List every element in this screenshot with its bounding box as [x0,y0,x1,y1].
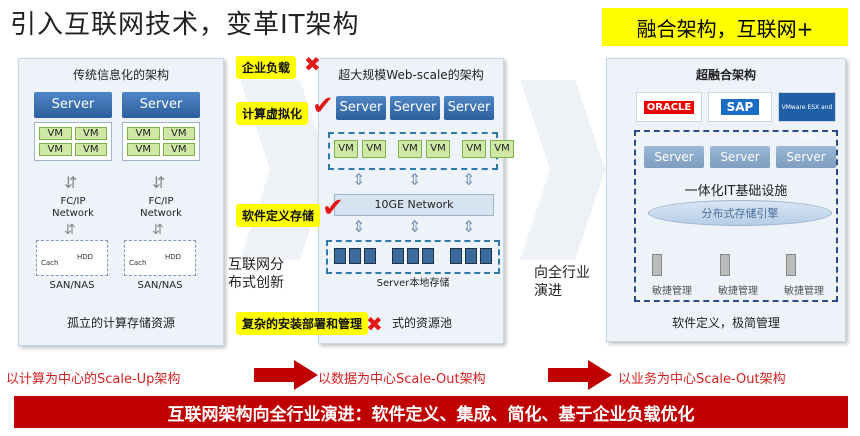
network-bar: 10GE Network [334,194,494,216]
vm-box: VM [127,127,160,140]
vm-box: VM [39,143,72,156]
server-label: Server [444,96,494,124]
cross-icon: ✖ [304,52,321,76]
agile-mgmt-label: 敏捷管理 [652,286,692,297]
red-arrow-icon [548,360,612,390]
vendor-oracle: ORACLE [636,92,702,122]
tag-compute-virtualization: 计算虚拟化 [236,102,309,125]
right-mid-text: 向全行业演进 [534,265,590,299]
double-arrow-icon: ⇵ [152,222,164,238]
mid-text: 互联网分布式创新 [228,257,284,291]
label-data-scale-out: 以数据为中心Scale-Out架构 [318,372,486,387]
chevron-arrow-2 [520,80,605,260]
storage-box-1: Cach HDD [36,240,108,276]
disk-icon [364,248,376,264]
panel-traditional-caption: 孤立的计算存储资源 [66,316,175,330]
double-arrow-icon: ⇕ [352,170,366,189]
infra-label: 一体化IT基础设施 [684,184,788,199]
double-arrow-icon: ⇕ [462,217,476,236]
server-stack-2: Server VM VM VM VM [122,92,200,172]
check-icon: ✔ [312,91,334,121]
disk-icon [465,248,477,264]
red-arrow-icon [254,360,318,390]
vm-box: VM [39,127,72,140]
vm-group: VM VM VM VM [122,122,200,161]
label-business-scale-out: 以业务为中心Scale-Out架构 [618,372,786,387]
vendor-vmware: VMware ESX and ESXi [778,92,836,141]
hci-dashed-frame [634,130,838,302]
server-label: Server [34,92,112,118]
vm-box: VM [362,140,386,158]
panel-hyperconverged-title: 超融合架构 [695,68,756,82]
disk-icon [392,248,404,264]
vm-box: VM [162,127,195,140]
disk-icon [407,248,419,264]
storage-pool-dashed [326,240,500,274]
vm-box: VM [398,140,422,158]
label-scale-up: 以计算为中心的Scale-Up架构 [6,372,181,387]
storage-engine-cylinder: 分布式存储引擎 [648,200,832,226]
double-arrow-icon: ⇕ [352,217,366,236]
tag-software-defined-storage: 软件定义存储 [236,204,321,227]
double-arrow-icon: ⇕ [408,217,422,236]
server-rack-icon [720,254,730,276]
agile-mgmt-label: 敏捷管理 [784,286,824,297]
server-rack-icon [652,254,662,276]
server-label: Server [776,146,836,168]
bottom-banner: 互联网架构向全行业演进：软件定义、集成、简化、基于企业负载优化 [14,396,848,428]
panel-webscale-title: 超大规模Web-scale的架构 [338,68,484,82]
disk-icon [480,248,492,264]
server-stack-1: Server VM VM VM VM [34,92,112,172]
banner-right: 融合架构，互联网+ [602,8,848,46]
server-label: Server [710,146,770,168]
double-arrow-icon: ⇵ [64,222,76,238]
check-icon: ✔ [322,193,344,223]
san-label-1: SAN/NAS [49,280,95,291]
panel-traditional-title: 传统信息化的架构 [72,68,169,82]
panel-hyperconverged-caption: 软件定义，极简管理 [671,316,780,330]
page-title: 引入互联网技术，变革IT架构 [10,10,360,40]
agile-mgmt-label: 敏捷管理 [718,286,758,297]
tag-complex-deployment: 复杂的安装部署和管理 [236,312,369,335]
vm-row: VM VM VM VM VM VM [334,140,514,158]
server-label: Server [336,96,386,124]
vm-box: VM [74,127,107,140]
double-arrow-icon: ⇵ [152,173,166,192]
server-label: Server [644,146,704,168]
disk-icon [334,248,346,264]
vm-box: VM [490,140,514,158]
san-label-2: SAN/NAS [137,280,183,291]
double-arrow-icon: ⇕ [408,170,422,189]
vm-box: VM [462,140,486,158]
cross-icon: ✖ [366,312,383,336]
disk-icon [422,248,434,264]
vm-box: VM [334,140,358,158]
double-arrow-icon: ⇕ [462,170,476,189]
disk-icon [349,248,361,264]
storage-label: Server本地存储 [376,278,450,289]
disk-icon [450,248,462,264]
vm-box: VM [162,143,195,156]
vm-box: VM [74,143,107,156]
disk-row [334,248,492,264]
tag-workload: 企业负载 [236,56,297,79]
double-arrow-icon: ⇵ [64,173,78,192]
server-label: Server [390,96,440,124]
vm-group: VM VM VM VM [34,122,112,161]
vm-box: VM [426,140,450,158]
server-rack-icon [786,254,796,276]
vm-box: VM [127,143,160,156]
panel-webscale-caption: 式的资源池 [392,316,453,330]
storage-box-2: Cach HDD [124,240,196,276]
vendor-sap: SAP [708,92,772,122]
server-label: Server [122,92,200,118]
